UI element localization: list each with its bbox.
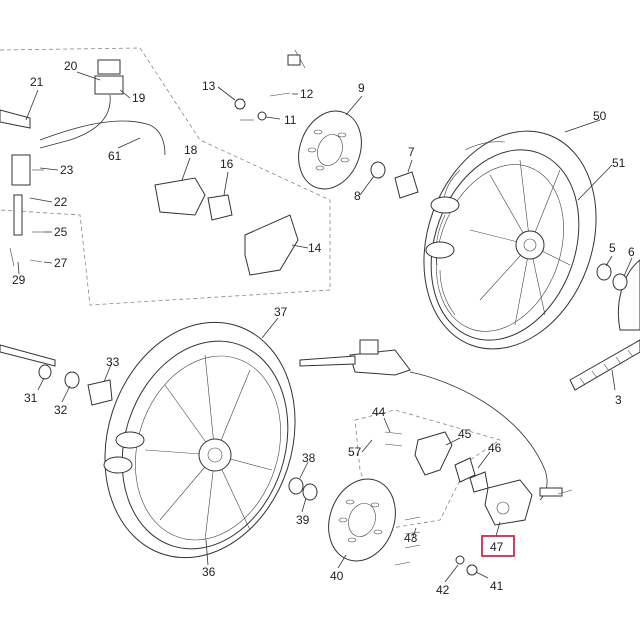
- rear-axle-parts: [370, 161, 628, 291]
- part-label-23: 23: [60, 163, 74, 177]
- part-label-3: 3: [615, 393, 622, 407]
- part-label-38: 38: [302, 451, 316, 465]
- leader-lines: [17, 71, 633, 583]
- part-label-47: 47: [490, 540, 504, 554]
- front-caliper-assembly: [154, 177, 299, 276]
- part-label-61: 61: [108, 149, 122, 163]
- part-label-39: 39: [296, 513, 310, 527]
- part-label-11: 11: [284, 113, 297, 127]
- part-label-16: 16: [220, 157, 234, 171]
- part-label-7: 7: [408, 145, 415, 159]
- part-label-37: 37: [274, 305, 288, 319]
- drive-chain: [569, 339, 640, 391]
- part-label-32: 32: [54, 403, 68, 417]
- part-label-33: 33: [106, 355, 120, 369]
- caliper-bracket: [414, 431, 489, 493]
- part-label-9: 9: [358, 81, 365, 95]
- part-label-25: 25: [54, 225, 68, 239]
- part-labels: 50 51 5 6 3 7 8 9 11 12 13 14 16 18 19 2…: [12, 59, 635, 597]
- rear-brake-disc: [328, 478, 396, 562]
- part-label-50: 50: [593, 109, 607, 123]
- rear-caliper: [484, 479, 563, 526]
- part-label-46: 46: [488, 441, 502, 455]
- part-label-12: 12: [300, 87, 314, 101]
- front-master-cylinder: [0, 59, 166, 236]
- part-label-40: 40: [330, 569, 344, 583]
- part-label-44: 44: [372, 405, 386, 419]
- front-brake-disc: [298, 110, 362, 190]
- part-label-31: 31: [24, 391, 38, 405]
- part-label-51: 51: [612, 156, 626, 170]
- part-label-18: 18: [184, 143, 198, 157]
- part-label-20: 20: [64, 59, 78, 73]
- part-label-36: 36: [202, 565, 216, 579]
- front-axle-parts: [0, 344, 318, 501]
- part-label-43: 43: [404, 531, 418, 545]
- front-wheel: [103, 321, 296, 559]
- hardware: [9, 49, 573, 576]
- rear-wheel: [423, 130, 597, 350]
- rear-master-cylinder: [299, 339, 548, 501]
- part-label-6: 6: [628, 245, 635, 259]
- part-label-5: 5: [609, 241, 616, 255]
- part-label-27: 27: [54, 256, 68, 270]
- part-label-29: 29: [12, 273, 26, 287]
- part-label-22: 22: [54, 195, 68, 209]
- part-label-41: 41: [490, 579, 504, 593]
- part-label-14: 14: [308, 241, 322, 255]
- part-label-13: 13: [202, 79, 216, 93]
- part-label-42: 42: [436, 583, 450, 597]
- rear-sprocket: [617, 259, 640, 331]
- part-label-45: 45: [458, 427, 472, 441]
- part-label-19: 19: [132, 91, 146, 105]
- part-label-21: 21: [30, 75, 44, 89]
- part-label-57: 57: [348, 445, 362, 459]
- part-label-8: 8: [354, 189, 361, 203]
- highlight-box-47: [481, 535, 515, 557]
